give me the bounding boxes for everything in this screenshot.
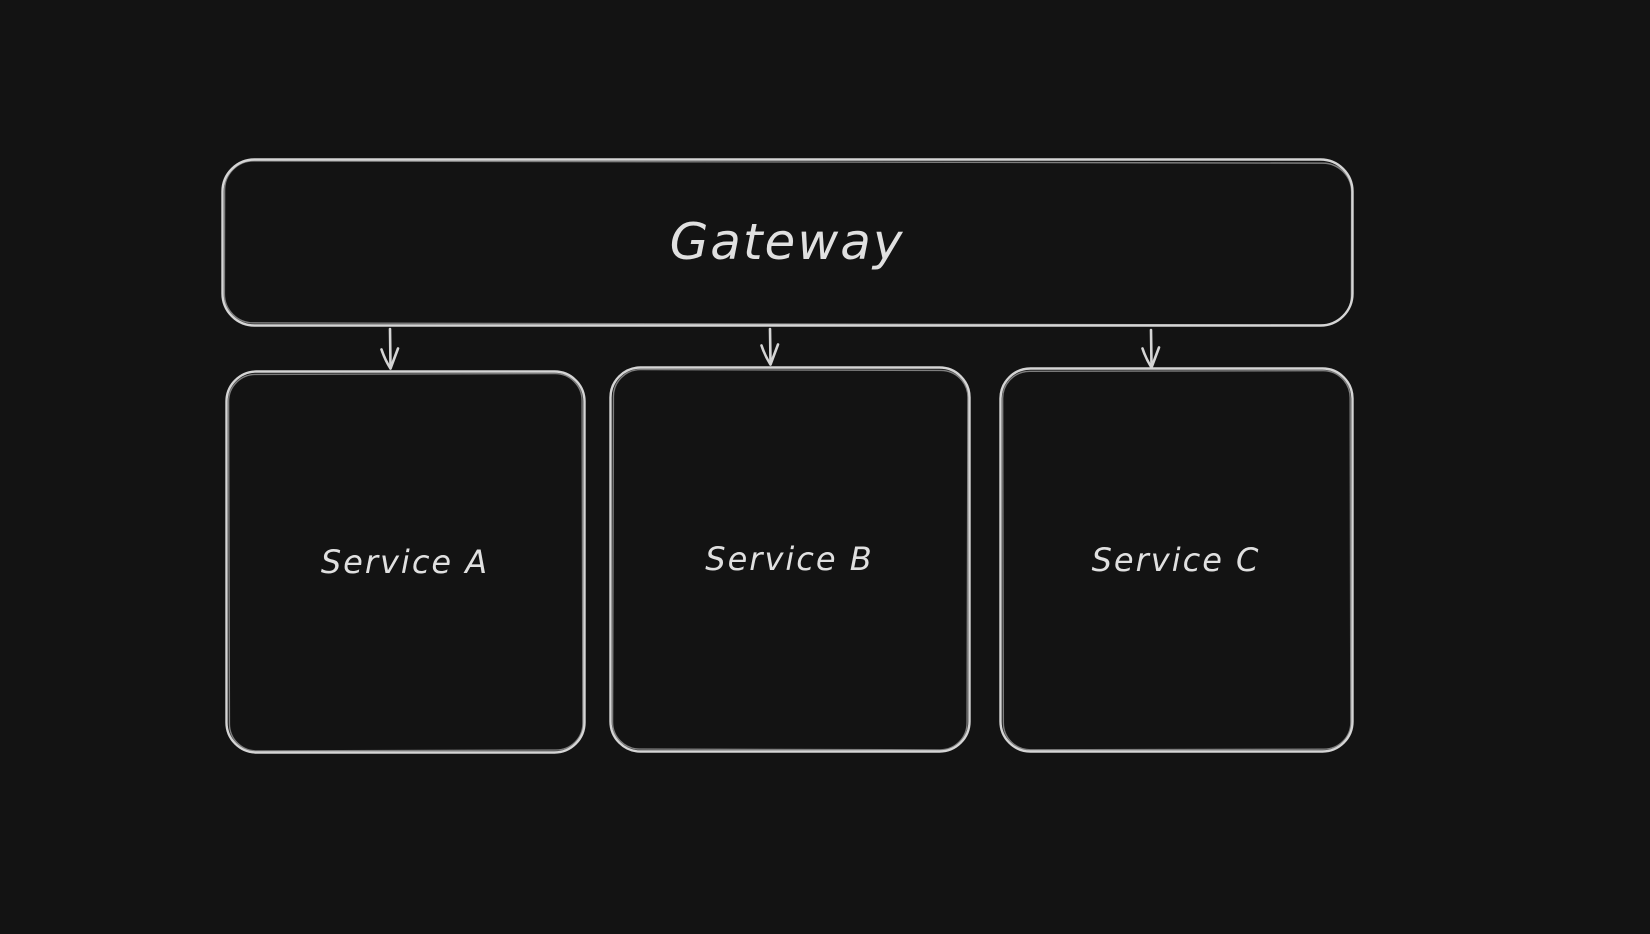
arrow-gateway-to-service-a: [380, 327, 400, 370]
service-c-box-outline: [999, 367, 1354, 753]
arrow-gateway-to-service-c: [1141, 328, 1161, 369]
service-b-box-outline: [609, 366, 971, 753]
service-a-box-outline: [225, 370, 586, 754]
gateway-box-outline: [221, 158, 1354, 327]
arrow-gateway-to-service-b: [760, 327, 780, 366]
